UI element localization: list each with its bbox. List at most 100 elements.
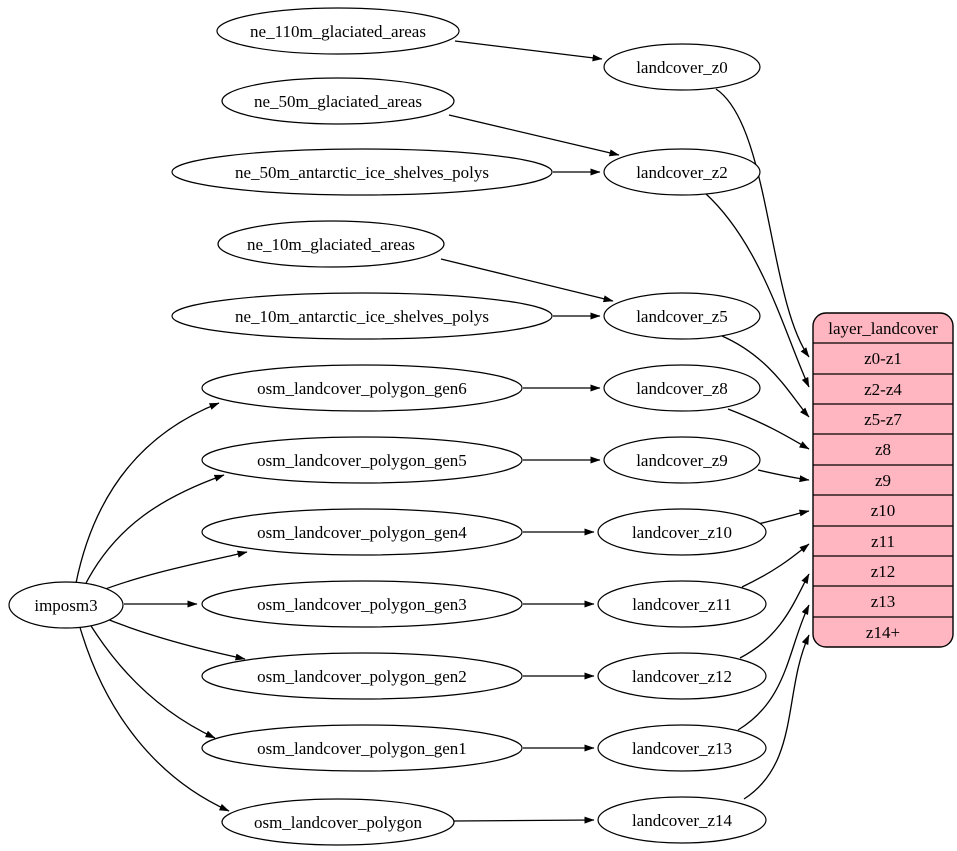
node-landcover-z11: landcover_z11 xyxy=(597,580,767,628)
node-osm-landcover-polygon: osm_landcover_polygon xyxy=(221,798,455,846)
node-imposm3: imposm3 xyxy=(8,581,124,629)
node-ne-110m-glaciated-areas: ne_110m_glaciated_areas xyxy=(216,7,460,55)
edge-z14-to-row-z14plus xyxy=(743,634,810,800)
intermediate-label: landcover_z8 xyxy=(636,379,728,398)
source-label: osm_landcover_polygon_gen1 xyxy=(257,739,467,758)
source-label: osm_landcover_polygon_gen4 xyxy=(257,523,467,542)
node-ne-10m-antarctic-ice-shelves-polys: ne_10m_antarctic_ice_shelves_polys xyxy=(171,292,553,340)
node-osm-landcover-polygon-gen5: osm_landcover_polygon_gen5 xyxy=(201,436,523,484)
record-row-z11: z11 xyxy=(871,532,895,551)
source-label: osm_landcover_polygon_gen5 xyxy=(257,451,467,470)
node-osm-landcover-polygon-gen2: osm_landcover_polygon_gen2 xyxy=(201,652,523,700)
source-ellipse xyxy=(201,580,523,628)
source-ellipse xyxy=(217,220,445,268)
edge-z13-to-row-z13 xyxy=(737,604,810,731)
record-row-z2-z4: z2-z4 xyxy=(864,380,902,399)
edge-z11-to-row-z11 xyxy=(741,543,810,588)
node-ne-10m-glaciated-areas: ne_10m_glaciated_areas xyxy=(217,220,445,268)
source-label: ne_50m_antarctic_ice_shelves_polys xyxy=(235,163,489,182)
node-ne-50m-glaciated-areas: ne_50m_glaciated_areas xyxy=(221,77,455,125)
source-label: osm_landcover_polygon xyxy=(254,813,423,832)
node-osm-landcover-polygon-gen1: osm_landcover_polygon_gen1 xyxy=(201,724,523,772)
record-row-z0-z1: z0-z1 xyxy=(864,349,902,368)
intermediate-label: landcover_z0 xyxy=(636,58,728,77)
edge-imposm3-to-gen5 xyxy=(83,474,225,588)
source-label: osm_landcover_polygon_gen3 xyxy=(257,595,467,614)
source-ellipse xyxy=(216,7,460,55)
edge-z9-to-row-z9 xyxy=(757,469,810,483)
intermediate-ellipse xyxy=(597,652,767,700)
intermediate-label: landcover_z2 xyxy=(636,163,728,182)
source-ellipse xyxy=(201,652,523,700)
edge-z12-to-row-z12 xyxy=(739,573,810,659)
record-row-z9: z9 xyxy=(875,471,891,490)
node-landcover-z12: landcover_z12 xyxy=(597,652,767,700)
edge-polygon-to-z14 xyxy=(453,816,595,824)
record-row-z10: z10 xyxy=(871,501,896,520)
record-title: layer_landcover xyxy=(828,319,938,338)
intermediate-ellipse xyxy=(597,796,767,844)
record-row-z12: z12 xyxy=(871,562,896,581)
imposm3-ellipse xyxy=(8,581,124,629)
intermediate-ellipse xyxy=(603,43,761,91)
record-row-z8: z8 xyxy=(875,440,891,459)
source-ellipse xyxy=(171,292,553,340)
intermediate-label: landcover_z13 xyxy=(632,739,732,758)
node-layer-landcover-record: layer_landcover z0-z1 z2-z4 z5-z7 z8 z9 … xyxy=(812,312,954,648)
node-osm-landcover-polygon-gen4: osm_landcover_polygon_gen4 xyxy=(201,508,523,556)
edge-imposm3-to-gen2 xyxy=(101,616,246,661)
intermediate-ellipse xyxy=(597,508,767,556)
record-outline xyxy=(812,312,954,648)
intermediate-ellipse xyxy=(597,580,767,628)
intermediate-label: landcover_z14 xyxy=(632,811,733,830)
intermediate-label: landcover_z9 xyxy=(636,451,728,470)
source-ellipse xyxy=(171,148,553,196)
edge-z5-to-row-z5-z7 xyxy=(721,335,810,418)
edge-imposm3-to-gen4 xyxy=(99,550,248,592)
node-osm-landcover-polygon-gen3: osm_landcover_polygon_gen3 xyxy=(201,580,523,628)
imposm3-label: imposm3 xyxy=(34,596,97,615)
edge-ne110m-to-z0 xyxy=(454,40,603,62)
node-landcover-z5: landcover_z5 xyxy=(603,292,761,340)
source-label: ne_10m_glaciated_areas xyxy=(247,235,415,254)
source-label: osm_landcover_polygon_gen2 xyxy=(257,667,467,686)
node-osm-landcover-polygon-gen6: osm_landcover_polygon_gen6 xyxy=(201,364,523,412)
source-label: ne_10m_antarctic_ice_shelves_polys xyxy=(235,307,489,326)
source-ellipse xyxy=(201,436,523,484)
edge-z10-to-row-z10 xyxy=(757,509,810,525)
edge-z0-to-row-z0-z1 xyxy=(715,88,810,358)
node-landcover-z14: landcover_z14 xyxy=(597,796,767,844)
source-ellipse xyxy=(201,364,523,412)
record-row-z13: z13 xyxy=(871,592,896,611)
source-label: osm_landcover_polygon_gen6 xyxy=(257,379,467,398)
edge-ne10m-glaciated-to-z5 xyxy=(440,258,614,303)
record-row-z14plus: z14+ xyxy=(866,623,900,642)
edge-ne50m-glaciated-to-z2 xyxy=(448,114,620,157)
edge-imposm3-to-gen6 xyxy=(75,402,220,584)
node-ne-50m-antarctic-ice-shelves-polys: ne_50m_antarctic_ice_shelves_polys xyxy=(171,148,553,196)
intermediate-ellipse xyxy=(597,724,767,772)
node-landcover-z0: landcover_z0 xyxy=(603,43,761,91)
node-landcover-z9: landcover_z9 xyxy=(603,436,761,484)
intermediate-label: landcover_z5 xyxy=(636,307,728,326)
node-landcover-z8: landcover_z8 xyxy=(603,364,761,412)
node-landcover-z10: landcover_z10 xyxy=(597,508,767,556)
edge-z2-to-row-z2-z4 xyxy=(704,192,810,388)
intermediate-ellipse xyxy=(603,148,761,196)
intermediate-ellipse xyxy=(603,292,761,340)
source-ellipse xyxy=(201,508,523,556)
edge-z8-to-row-z8 xyxy=(727,408,810,450)
record-row-z5-z7: z5-z7 xyxy=(864,410,902,429)
source-ellipse xyxy=(221,77,455,125)
source-ellipse xyxy=(221,798,455,846)
intermediate-label: landcover_z12 xyxy=(632,667,732,686)
source-label: ne_110m_glaciated_areas xyxy=(250,22,426,41)
edge-imposm3-to-gen1 xyxy=(87,620,216,739)
source-label: ne_50m_glaciated_areas xyxy=(254,92,422,111)
source-ellipse xyxy=(201,724,523,772)
intermediate-label: landcover_z11 xyxy=(632,595,731,614)
node-landcover-z13: landcover_z13 xyxy=(597,724,767,772)
edge-imposm3-to-polygon xyxy=(78,623,230,812)
